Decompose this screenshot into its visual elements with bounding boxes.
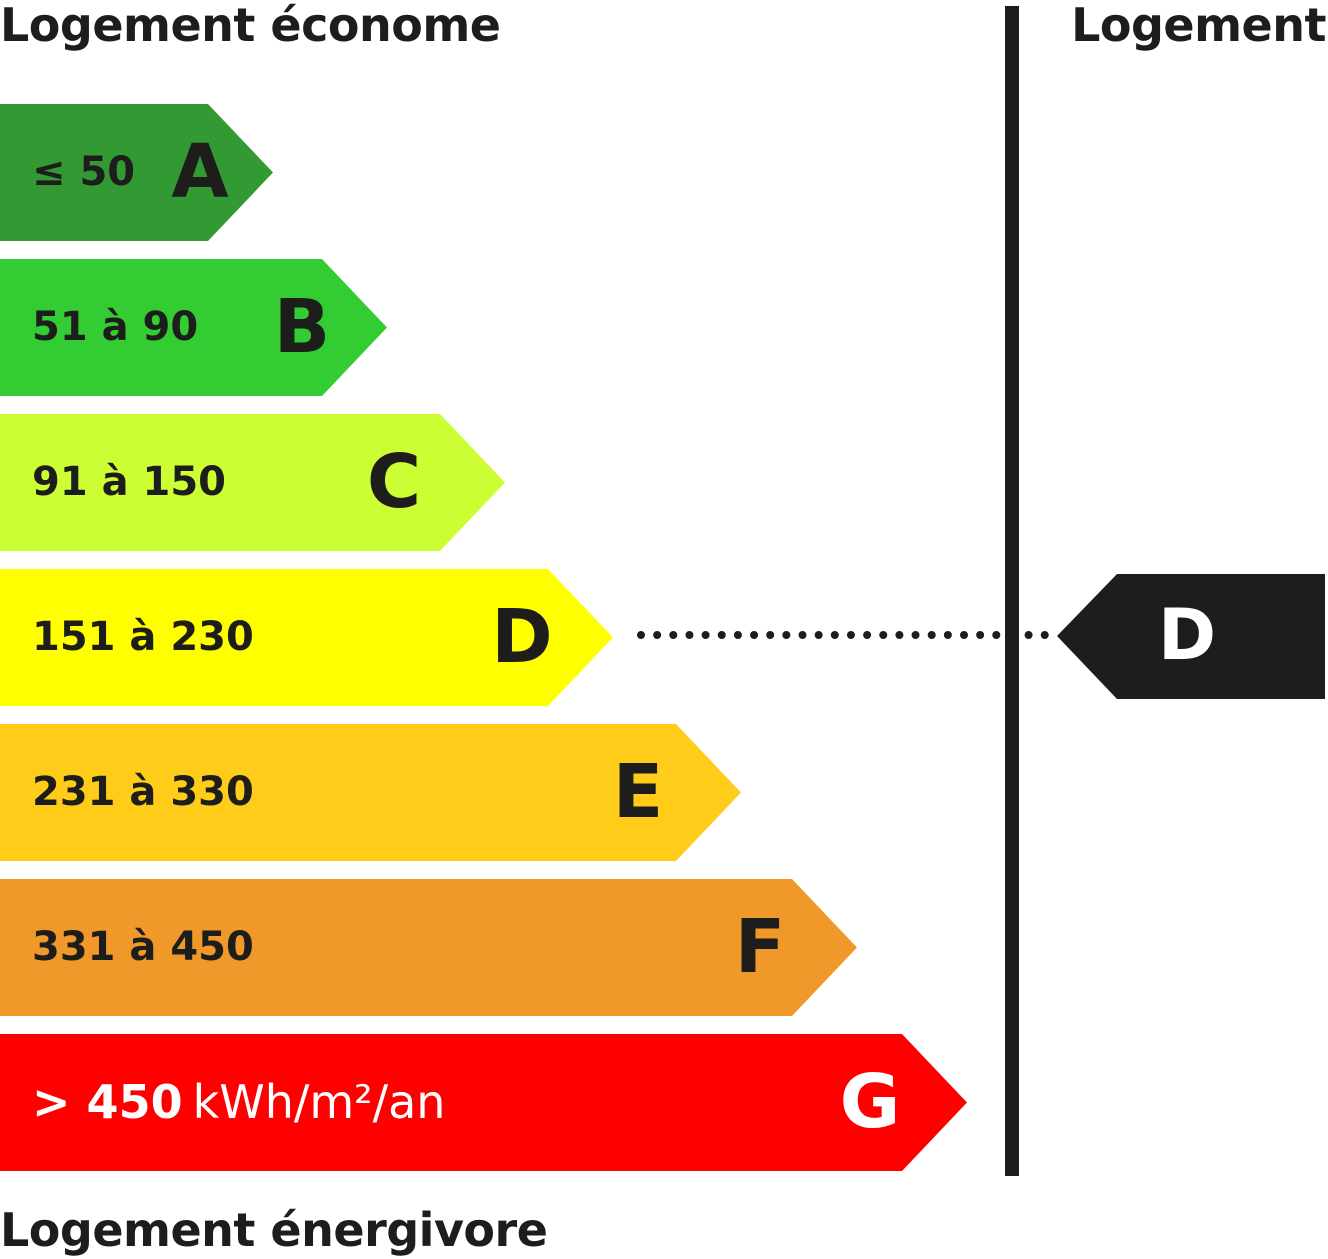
- energy-class-d: 151 à 230 D: [0, 569, 613, 706]
- class-range-label: ≤ 50: [32, 104, 135, 241]
- class-arrow-shape: [0, 104, 273, 241]
- class-arrow-shape: [0, 1034, 967, 1171]
- class-arrow-fill: [0, 259, 387, 396]
- class-arrow-shape: [0, 724, 741, 861]
- class-letter: B: [273, 284, 331, 370]
- indicator-arrow-shape: [1057, 574, 1325, 699]
- class-range-value: 231 à 330: [32, 769, 254, 815]
- class-arrow-fill: [0, 104, 273, 241]
- energy-class-a: ≤ 50 A: [0, 104, 273, 241]
- title-energy-intensive: Logement énergivore: [0, 1203, 548, 1257]
- class-range-value: 91 à 150: [32, 459, 227, 505]
- class-range-label: 151 à 230: [32, 569, 254, 706]
- class-range-label: 231 à 330: [32, 724, 254, 861]
- class-letter: G: [839, 1059, 901, 1145]
- class-range-value: 151 à 230: [32, 614, 254, 660]
- energy-class-f: 331 à 450 F: [0, 879, 857, 1016]
- class-arrow-shape: [0, 259, 387, 396]
- title-efficient: Logement économe: [0, 0, 501, 52]
- energy-class-e: 231 à 330 E: [0, 724, 741, 861]
- class-range-value: ≤ 50: [32, 149, 136, 195]
- class-letter: C: [366, 439, 422, 525]
- class-letter: E: [612, 749, 664, 835]
- title-dwelling: Logement: [1071, 0, 1326, 52]
- class-range-label: 331 à 450: [32, 879, 254, 1016]
- indicator-letter: D: [1157, 594, 1217, 676]
- class-arrow-fill: [0, 879, 857, 1016]
- class-arrow-shape: [0, 414, 505, 551]
- class-range-label: 51 à 90: [32, 259, 198, 396]
- current-class-indicator: D: [1057, 574, 1325, 699]
- class-range-label: 91 à 150: [32, 414, 226, 551]
- class-arrow-fill: [0, 569, 613, 706]
- class-range-unit: kWh/m²/an: [192, 1075, 446, 1129]
- class-range-value: > 450: [32, 1075, 183, 1129]
- class-letter: F: [734, 904, 786, 990]
- class-arrow-fill: [0, 414, 505, 551]
- class-range-value: 51 à 90: [32, 304, 199, 350]
- class-arrow-fill: [0, 1034, 967, 1171]
- class-letter: D: [491, 594, 553, 680]
- class-arrow-shape: [0, 879, 857, 1016]
- dotted-leader-line: [637, 631, 1049, 639]
- class-letter: A: [171, 129, 229, 215]
- energy-class-c: 91 à 150 C: [0, 414, 505, 551]
- class-range-value: 331 à 450: [32, 924, 254, 970]
- class-arrow-fill: [0, 724, 741, 861]
- energy-class-b: 51 à 90 B: [0, 259, 387, 396]
- class-arrow-shape: [0, 569, 613, 706]
- vertical-axis-line: [1005, 6, 1019, 1176]
